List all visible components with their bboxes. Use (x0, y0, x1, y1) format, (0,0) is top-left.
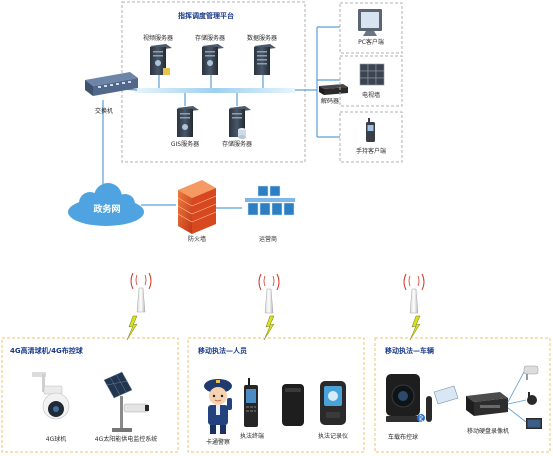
device-label: 执法记录仪 (317, 433, 349, 440)
switch-label: 交换机 (94, 108, 114, 115)
server-icon (202, 44, 224, 75)
antenna-icon (403, 273, 425, 314)
server-label: 存储服务器 (221, 141, 253, 148)
firewall-label: 防火墙 (187, 236, 207, 243)
server-label: 视频服务器 (142, 35, 174, 42)
edge-title-camera: 4G高清球机/4G布控球 (10, 347, 83, 355)
device-label: 车载布控球 (387, 434, 419, 441)
handheld-terminal-icon (366, 118, 375, 142)
gateway-icon (245, 185, 295, 216)
bluetooth-icon (417, 414, 425, 424)
client-label: 电视墙 (361, 92, 381, 99)
earpiece-icon (426, 396, 432, 422)
antenna-icon (258, 273, 280, 314)
device-label: 移动硬盘录像机 (466, 428, 510, 435)
decoder-icon (319, 84, 348, 95)
edge-title-vehicle: 移动执法—车辆 (385, 347, 434, 355)
ptz-camera-icon (32, 372, 70, 420)
storage-server-icon (229, 106, 251, 139)
tablet-icon (433, 385, 459, 405)
client-box-handheld (339, 111, 403, 163)
device-label: 执法终端 (239, 433, 265, 440)
handset-icon (244, 378, 258, 427)
server-icon (254, 44, 276, 75)
server-label: GIS服务器 (170, 141, 200, 148)
edge-box-vehicle (374, 337, 551, 453)
cloud-label: 政务网 (93, 205, 121, 215)
video-wall-icon (359, 63, 385, 86)
monitor-icon (358, 9, 382, 36)
solar-camera-icon (103, 371, 149, 432)
antenna-icon (130, 272, 152, 313)
cloud-icon (68, 183, 144, 226)
device-label: 4G球机 (45, 436, 67, 443)
device-label: 卡通警察 (205, 439, 231, 446)
switch-icon (85, 72, 138, 96)
police-cartoon-icon (204, 379, 232, 434)
edge-box-personnel (187, 337, 365, 453)
backbone-bus (135, 88, 295, 93)
client-box-pc (339, 2, 403, 54)
link-lines (102, 26, 340, 209)
edge-title-personnel: 移动执法—人员 (198, 347, 247, 355)
server-label: 数据服务器 (246, 35, 278, 42)
mobile-dvr-icon (466, 392, 508, 416)
firewall-icon (177, 180, 217, 234)
body-camera-icon (320, 381, 346, 425)
device-link-lines (507, 371, 527, 423)
vehicle-dome-camera-icon (386, 374, 420, 422)
edge-box-camera (1, 337, 179, 453)
client-label: PC客户端 (358, 39, 384, 46)
platform-title: 指挥调度管理平台 (178, 12, 234, 20)
server-label: 存储服务器 (194, 35, 226, 42)
server-icon (150, 44, 172, 75)
device-label: 4G太阳能供电监控系统 (94, 436, 158, 443)
wireless-link-icon (126, 315, 421, 341)
server-icon (177, 106, 199, 137)
platform-box (121, 1, 306, 163)
client-label: 手持客户端 (355, 148, 387, 155)
gateway-label: 运营商 (258, 236, 278, 243)
body-camera-icon (282, 384, 304, 426)
client-box-videowall (339, 55, 403, 107)
peripheral-icon (523, 365, 542, 429)
decoder-label: 解码器 (320, 98, 340, 105)
